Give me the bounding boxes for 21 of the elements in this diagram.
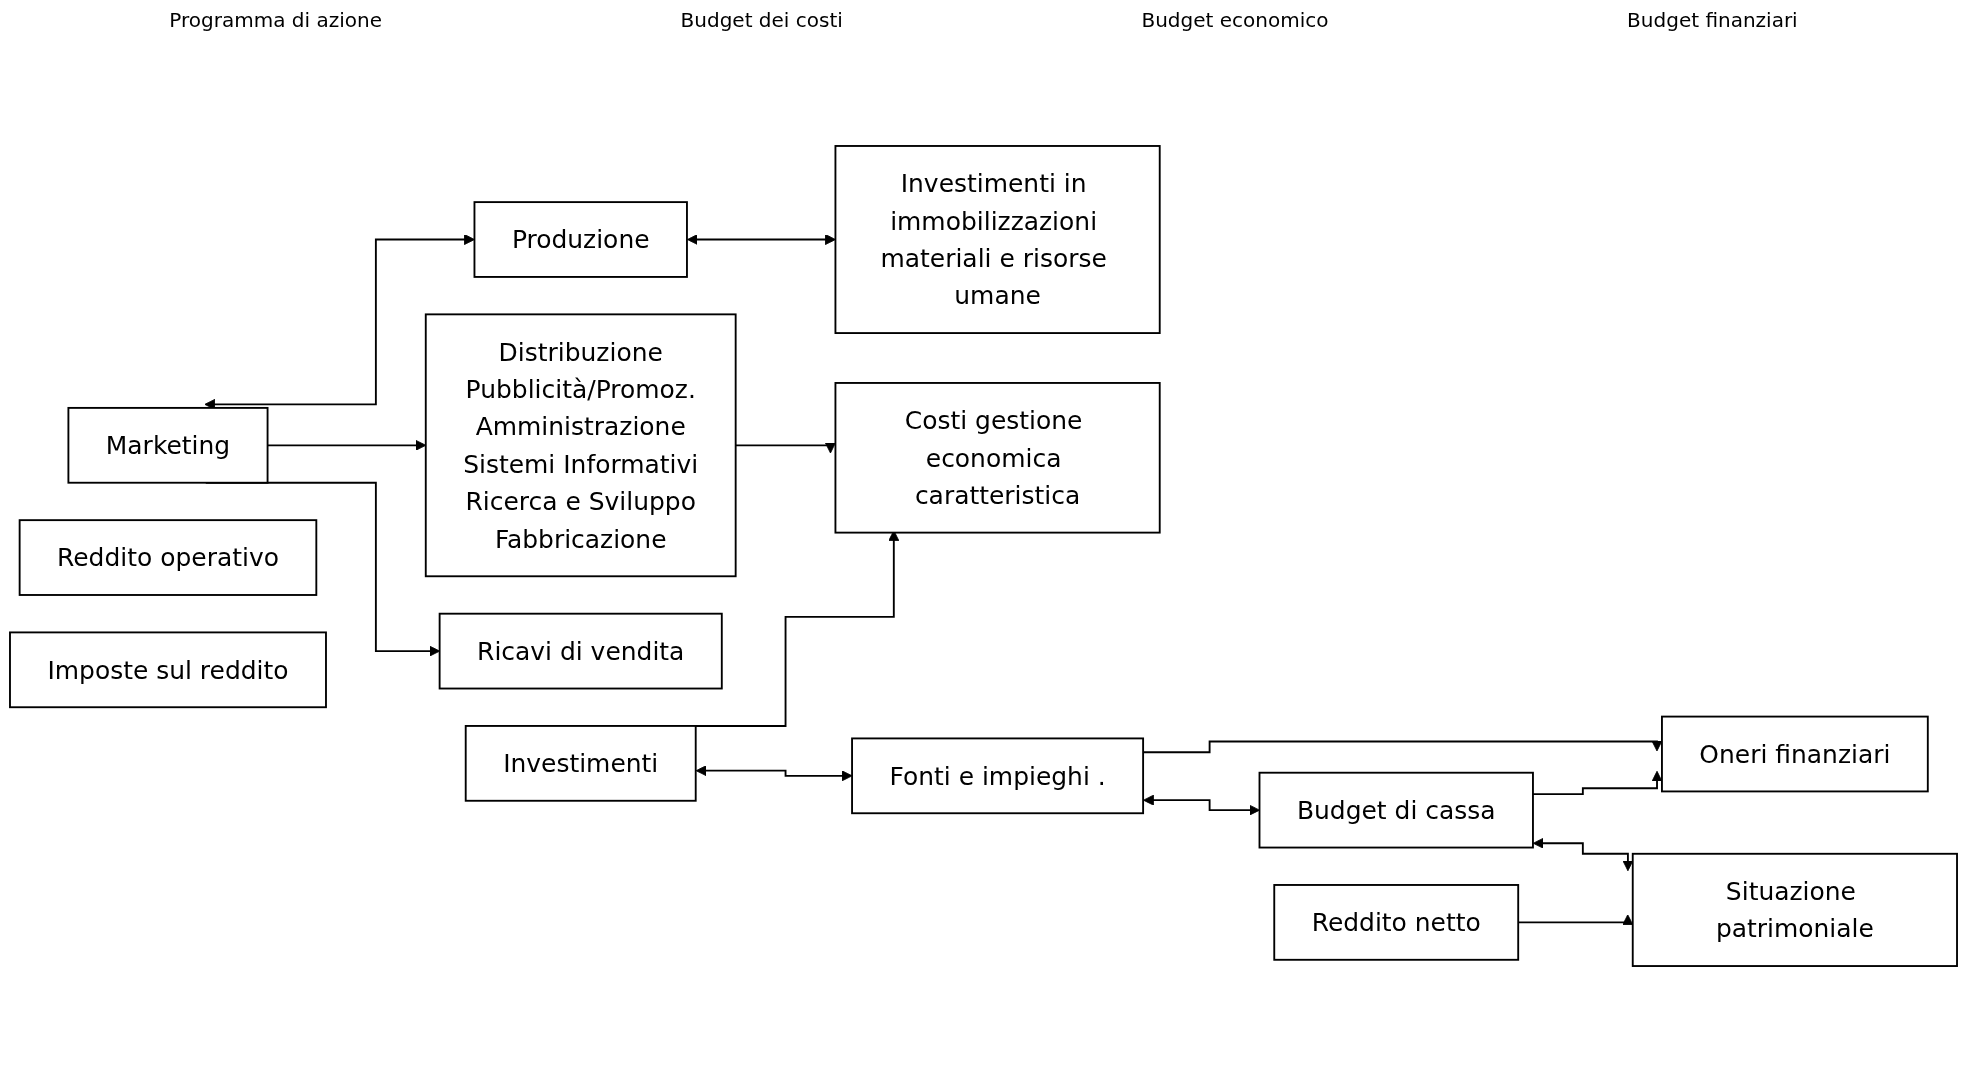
- node-box: Budget di cassa: [1258, 771, 1534, 849]
- arrow: [686, 234, 836, 245]
- column-heading: Programma di azione: [169, 8, 382, 34]
- node-box: Imposte sul reddito: [9, 631, 327, 709]
- column-heading: Budget finanziari: [1627, 8, 1798, 34]
- column-heading: Budget dei costi: [680, 8, 843, 34]
- node-box: Situazione patrimoniale: [1631, 852, 1958, 967]
- node-box: Reddito netto: [1273, 884, 1520, 961]
- arrow: [695, 765, 853, 782]
- node-box: Investimenti in immobilizzazioni materiali e risorse umane: [834, 145, 1161, 334]
- node-box: Reddito operativo: [18, 519, 318, 596]
- node-box: Oneri finanziari: [1661, 715, 1929, 793]
- node-box: Produzione: [473, 201, 688, 278]
- node-box: Marketing: [67, 406, 269, 484]
- arrow: [1143, 794, 1260, 816]
- node-box: Fonti e impieghi .: [851, 737, 1145, 815]
- node-box: Costi gestione economica caratteristica: [834, 382, 1161, 534]
- node-box: Ricavi di vendita: [438, 612, 723, 690]
- column-heading: Budget economico: [1141, 8, 1329, 34]
- node-box: Investimenti: [464, 725, 697, 802]
- node-box: Distribuzione Pubblicità/Promoz. Amministrazione Sistemi Informativi Ricerca e Sviluppo Fabbricazione: [424, 313, 737, 578]
